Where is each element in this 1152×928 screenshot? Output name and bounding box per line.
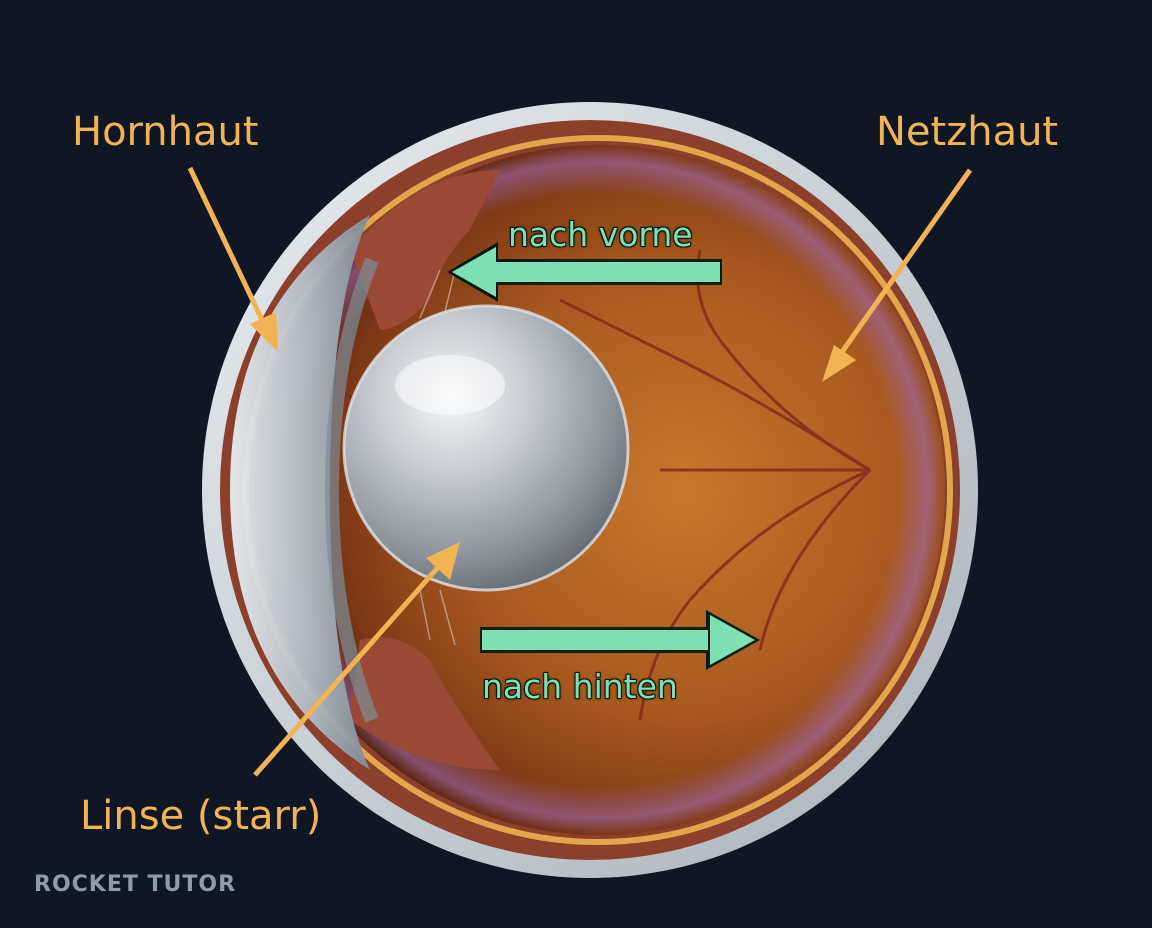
blood-vessels (559, 249, 872, 721)
arrow-forward (447, 242, 722, 302)
cornea (230, 215, 370, 770)
forward-label: nach vorne (508, 215, 693, 254)
cornea-label: Hornhaut (72, 109, 259, 155)
ciliary-body-top (350, 170, 500, 330)
rocket-tutor-logo: ROCKET TUTOR (34, 872, 237, 897)
arrow-retina (822, 168, 973, 382)
lens-highlight (395, 355, 505, 415)
arrow-cornea (187, 166, 278, 352)
arrow-backward (480, 610, 760, 670)
lens-rim (342, 304, 630, 592)
lens-label: Linse (starr) (80, 793, 322, 839)
ciliary-body-bottom (350, 637, 500, 770)
retina-label: Netzhaut (876, 109, 1059, 155)
iris (324, 257, 379, 723)
backward-label: nach hinten (482, 667, 678, 706)
arrow-lens (253, 542, 460, 777)
zonule-fibers (419, 269, 456, 646)
